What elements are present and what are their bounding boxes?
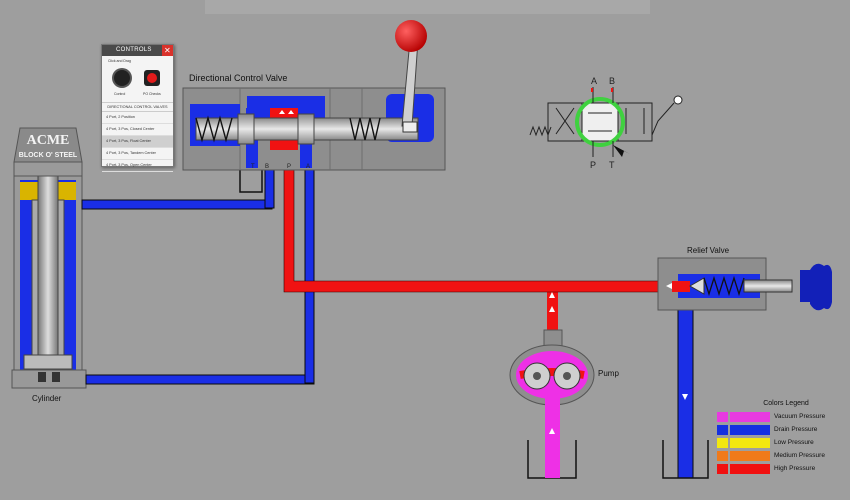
- knob-label: Control: [114, 92, 126, 96]
- symbol-a-label: A: [591, 76, 597, 86]
- close-icon[interactable]: ✕: [162, 45, 173, 56]
- controls-knobs: Click and Drag Control PO Checks: [102, 56, 173, 103]
- legend-row: Vacuum Pressure: [717, 410, 835, 423]
- controls-subtitle: DIRECTIONAL CONTROL VALVES: [102, 103, 173, 112]
- symbol-highlight-ring: [575, 97, 625, 147]
- legend-swatch: [717, 437, 728, 448]
- legend-row: Drain Pressure: [717, 423, 835, 436]
- relief-valve: [657, 257, 832, 311]
- valve-type-menu-item[interactable]: 4 Port, 3 Pos, Closed Center: [102, 124, 173, 136]
- valve-lever-knob: [395, 20, 427, 52]
- cylinder: [11, 127, 87, 389]
- valve-schematic-symbol: [529, 87, 683, 157]
- legend-label: Low Pressure: [774, 439, 814, 446]
- knob-caption: Click and Drag: [108, 59, 131, 63]
- port-p-label: P: [287, 164, 291, 170]
- legend-label: Medium Pressure: [774, 452, 825, 459]
- legend-row: Low Pressure: [717, 436, 835, 449]
- legend-swatch: [717, 411, 728, 422]
- relief-reservoir: [662, 440, 709, 479]
- relief-valve-label: Relief Valve: [687, 246, 730, 255]
- valve-type-menu-item[interactable]: 4 Port, 2 Position: [102, 112, 173, 124]
- port-a-label: A: [306, 164, 310, 170]
- relief-return-pipe: [677, 299, 694, 479]
- controls-title: CONTROLS: [116, 47, 152, 53]
- valve-type-menu-item[interactable]: 4 Port, 3 Pos, Open Center: [102, 160, 173, 172]
- acme-title: ACME: [27, 133, 70, 148]
- control-knob[interactable]: [114, 70, 130, 86]
- legend-color-bar: [730, 450, 770, 461]
- legend-color-bar: [730, 463, 770, 474]
- port-b-label: B: [265, 164, 269, 170]
- relief-adjust-knob: [810, 263, 832, 311]
- symbol-p-label: P: [590, 160, 596, 170]
- valve-type-menu-item[interactable]: 4 Port, 3 Pos, Float Center: [102, 136, 173, 148]
- pump: [509, 329, 595, 478]
- drain-pipes: [81, 167, 694, 479]
- controls-panel: CONTROLS ✕ Click and Drag Control PO Che…: [101, 44, 174, 172]
- legend-label: High Pressure: [774, 465, 816, 472]
- legend-swatch: [717, 463, 728, 474]
- directional-valve-label: Directional Control Valve: [189, 73, 288, 83]
- top-bar: [205, 0, 650, 14]
- legend-color-bar: [730, 424, 770, 435]
- legend-color-bar: [730, 411, 770, 422]
- controls-header: CONTROLS ✕: [102, 45, 173, 56]
- cylinder-rod: [37, 164, 59, 371]
- legend-row: Medium Pressure: [717, 449, 835, 462]
- pump-label: Pump: [598, 369, 619, 378]
- symbol-b-label: B: [609, 76, 615, 86]
- legend-swatch: [717, 450, 728, 461]
- directional-control-valve: [182, 20, 446, 171]
- po-checks-label: PO Checks: [143, 92, 161, 96]
- legend-color-bar: [730, 437, 770, 448]
- acme-subtitle: BLOCK O' STEEL: [19, 152, 78, 159]
- legend-title: Colors Legend: [763, 400, 809, 407]
- legend-label: Drain Pressure: [774, 426, 818, 433]
- pressure-pipes: [284, 110, 680, 342]
- symbol-t-label: T: [609, 160, 615, 170]
- po-checks-button[interactable]: [144, 70, 160, 86]
- port-t-label: T: [251, 164, 255, 170]
- valve-type-menu-item[interactable]: 4 Port, 3 Pos, Tandem Center: [102, 148, 173, 160]
- cylinder-label: Cylinder: [32, 394, 62, 403]
- legend-swatch: [717, 424, 728, 435]
- legend-label: Vacuum Pressure: [774, 413, 826, 420]
- flow-arrows: [549, 283, 688, 434]
- mouse-cursor-icon: [613, 145, 630, 157]
- valve-tank-cup: [239, 170, 263, 193]
- legend-row: High Pressure: [717, 462, 835, 475]
